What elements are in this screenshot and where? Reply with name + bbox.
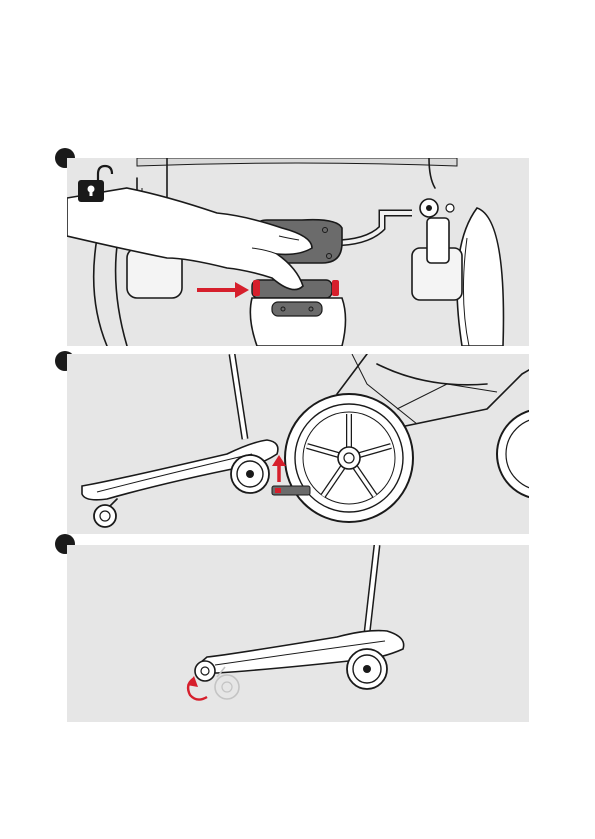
release-button-right <box>332 280 339 296</box>
step-2-illustration <box>67 354 529 534</box>
push-arrow <box>197 282 249 298</box>
stroller-wheel <box>285 394 413 522</box>
lift-arrow <box>272 455 286 482</box>
right-wheel <box>412 158 503 346</box>
step-1-illustration <box>67 158 529 346</box>
step-3-illustration <box>67 545 529 722</box>
release-button-left <box>253 280 260 296</box>
hand <box>67 188 312 290</box>
ride-on-board <box>82 354 310 527</box>
step-1-panel <box>67 158 529 346</box>
ride-on-board-folded <box>195 545 404 699</box>
step-2-panel <box>67 354 529 534</box>
step-3-panel <box>67 545 529 722</box>
